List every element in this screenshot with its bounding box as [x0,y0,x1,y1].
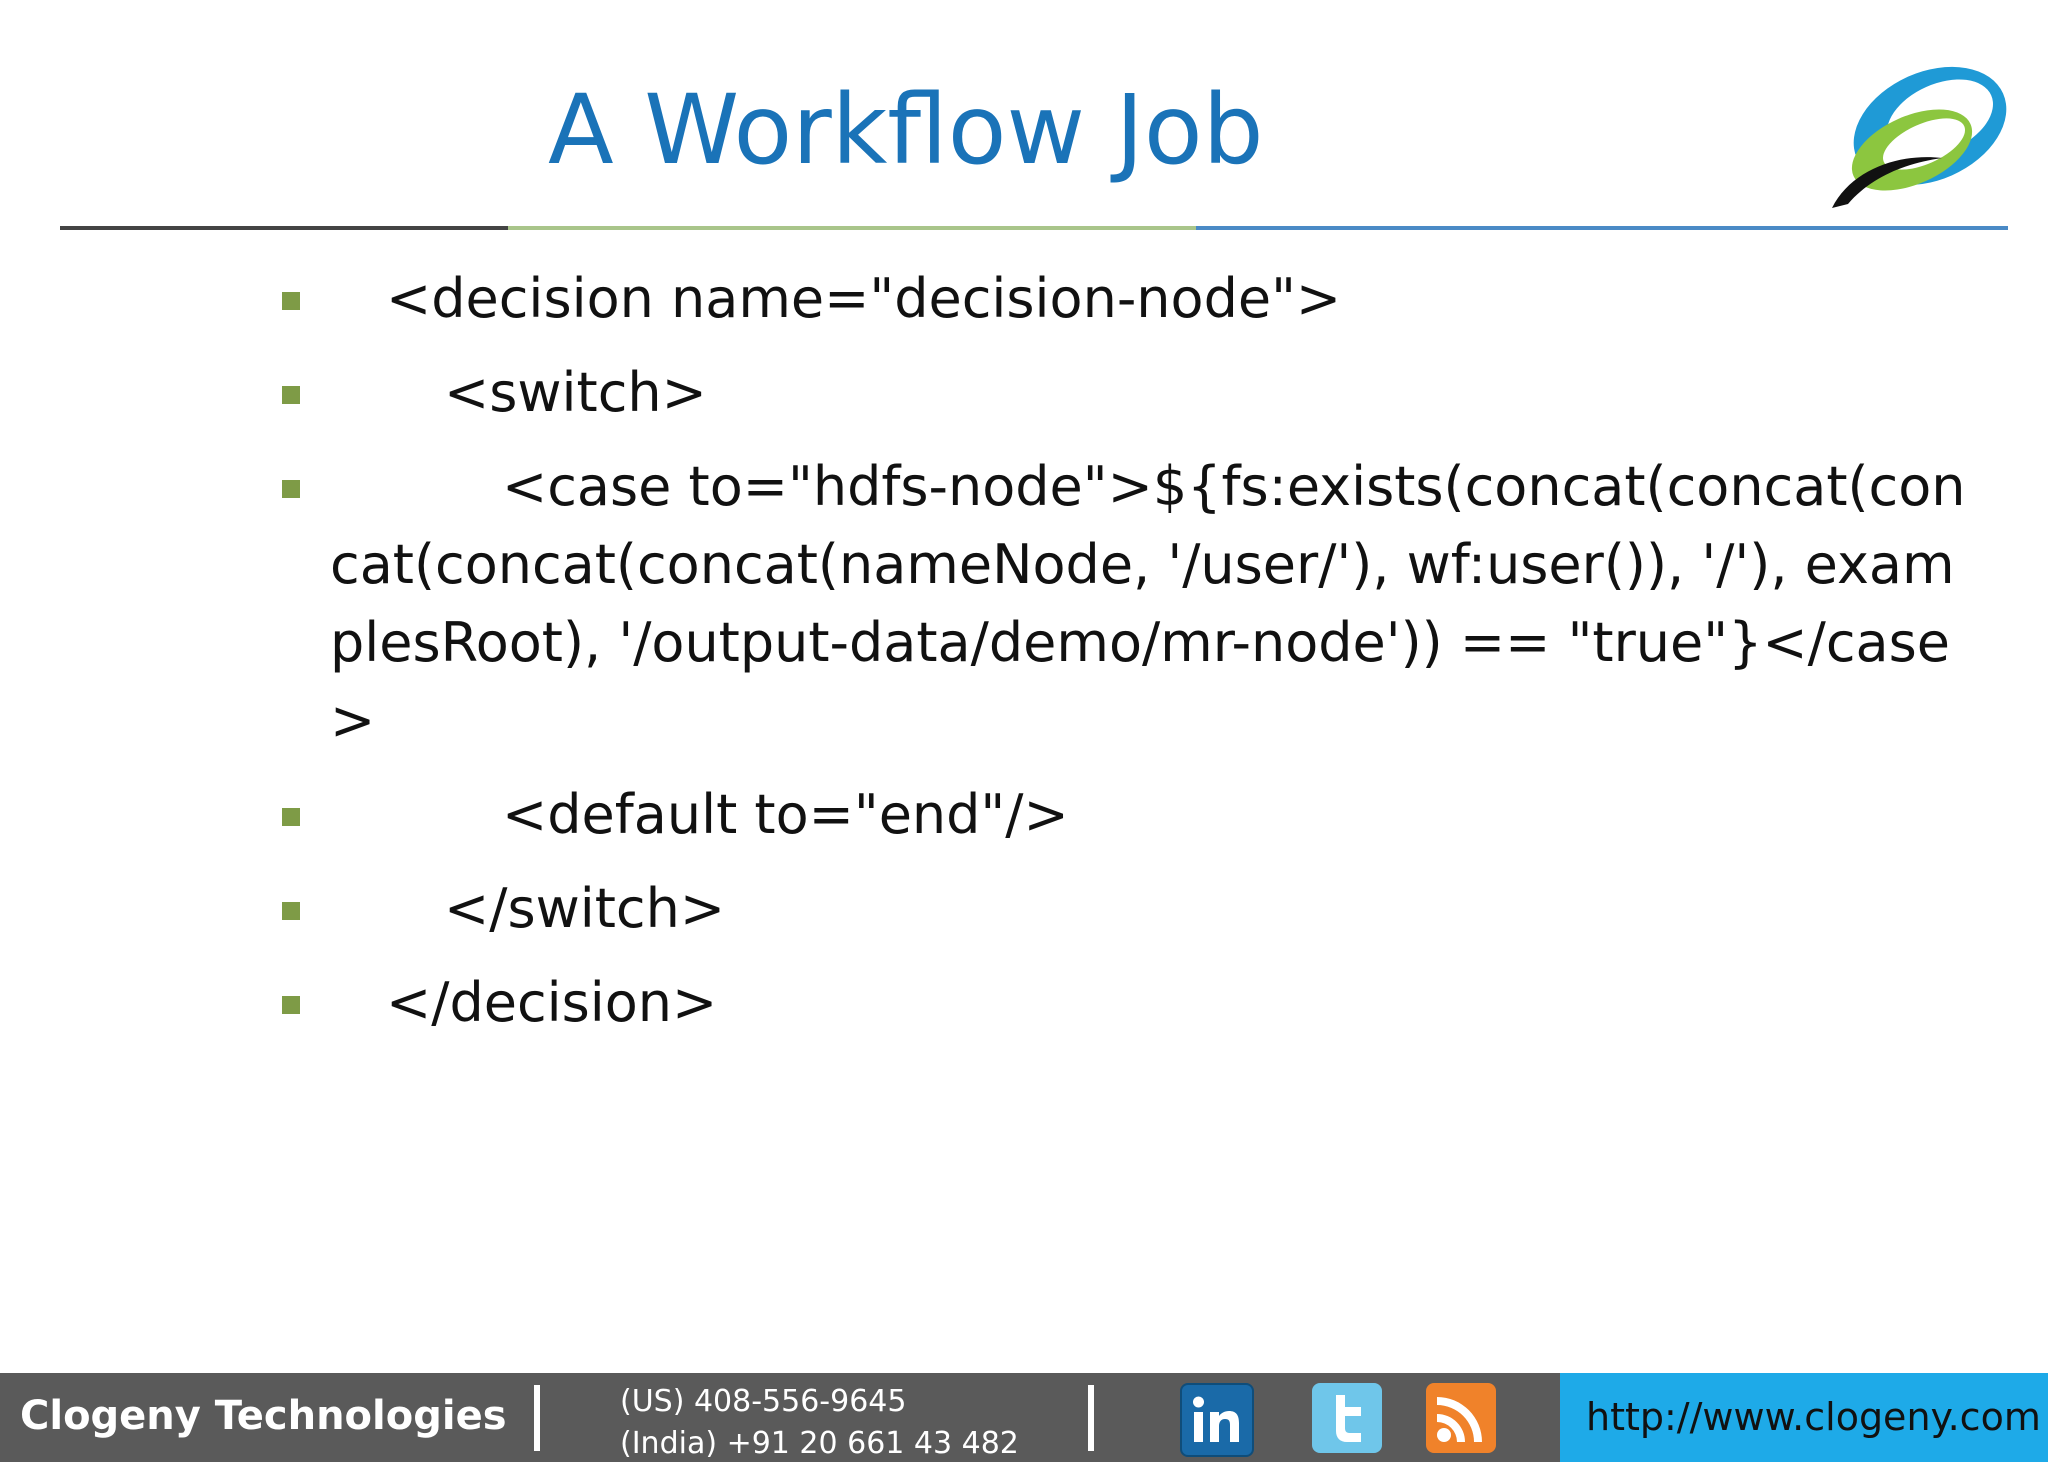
phone-india: (India) +91 20 661 43 482 [620,1426,1019,1461]
footer-divider [534,1385,540,1451]
bullet-item: <decision name="decision-node"> [282,260,1982,338]
header-rule-dark [60,226,508,230]
bullet-marker [282,386,300,404]
bullet-text: </switch> [444,877,726,940]
bullet-marker [282,808,300,826]
footer-bar: Clogeny Technologies (US) 408-556-9645 (… [0,1373,2048,1462]
twitter-icon[interactable] [1312,1383,1382,1453]
bullet-item: <switch> [282,354,1982,432]
bullet-item: <default to="end"/> [282,776,1982,854]
logo-icon [1812,58,2012,208]
rss-icon[interactable] [1426,1383,1496,1453]
footer-divider [1088,1385,1094,1451]
company-name: Clogeny Technologies [20,1393,507,1439]
contact-phones: (US) 408-556-9645 (India) +91 20 661 43 … [620,1381,1019,1465]
linkedin-icon[interactable] [1180,1383,1254,1457]
bullet-text: <case to="hdfs-node">${fs:exists(concat(… [330,455,1966,752]
bullet-item: </switch> [282,870,1982,948]
header-rule-blue [1196,226,2008,230]
bullet-item: <case to="hdfs-node">${fs:exists(concat(… [282,448,1982,760]
website-box[interactable]: http://www.clogeny.com [1560,1373,2048,1462]
bullet-marker [282,292,300,310]
phone-us: (US) 408-556-9645 [620,1384,907,1419]
bullet-marker [282,996,300,1014]
bullet-text: <switch> [444,361,707,424]
header-rule-green [508,226,1196,230]
bullet-text: <default to="end"/> [502,783,1069,846]
bullet-text: </decision> [386,971,718,1034]
bullet-text: <decision name="decision-node"> [386,267,1342,330]
bullet-list: <decision name="decision-node"> <switch>… [282,250,1982,1042]
website-link[interactable]: http://www.clogeny.com [1586,1395,2041,1439]
bullet-item: </decision> [282,964,1982,1042]
slide-title: A Workflow Job [548,74,1264,186]
bullet-marker [282,480,300,498]
bullet-marker [282,902,300,920]
